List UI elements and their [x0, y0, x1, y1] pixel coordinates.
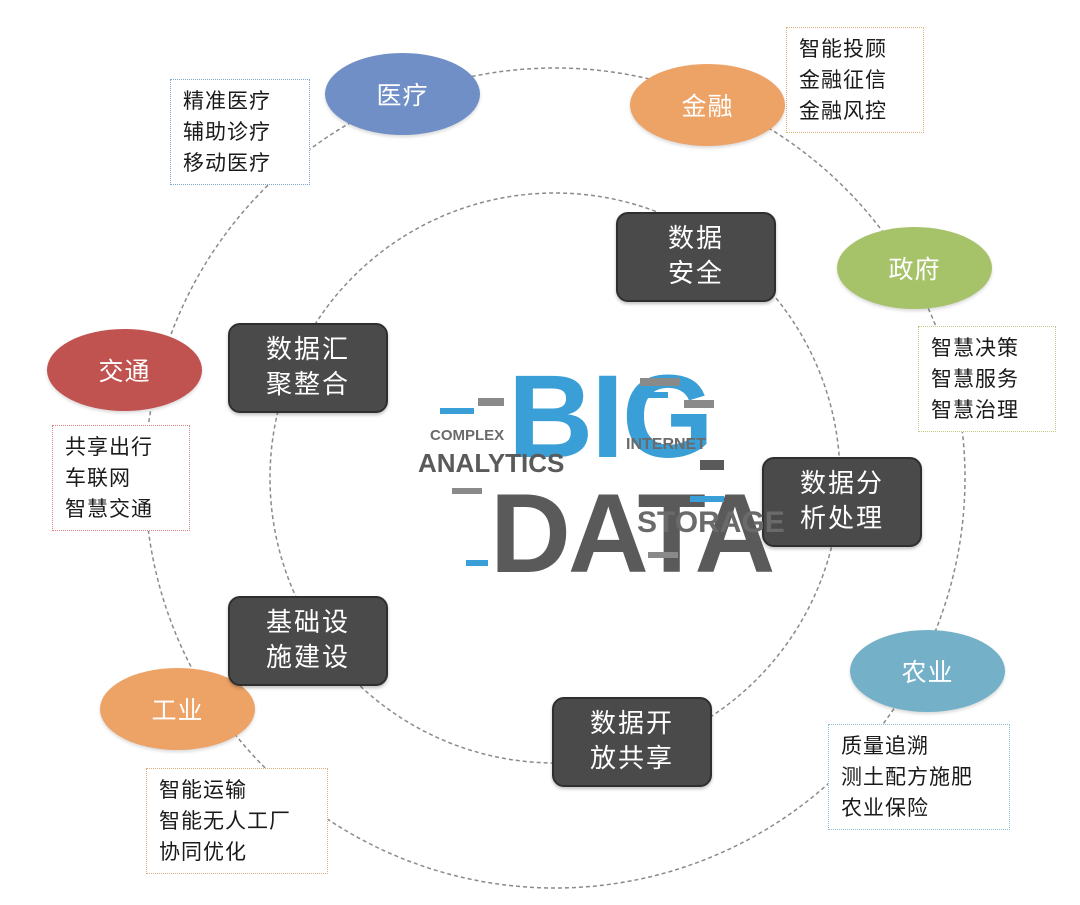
- app-item: 共享出行: [65, 435, 153, 459]
- capability-line: 数据汇: [265, 335, 350, 365]
- app-item: 智慧决策: [931, 336, 1019, 360]
- wordcloud-filler: [640, 378, 680, 386]
- finance-apps: 智能投顾 金融征信 金融风控: [786, 27, 924, 133]
- wordcloud-filler: [648, 552, 678, 558]
- word-internet: INTERNET: [626, 436, 706, 453]
- sector-medical-label: 医疗: [376, 81, 429, 110]
- sector-government: 政府: [837, 227, 992, 309]
- wordcloud-filler: [640, 392, 668, 398]
- sector-industry: 工业: [100, 668, 255, 750]
- wordcloud-filler: [452, 488, 482, 494]
- app-item: 智能运输: [159, 778, 247, 802]
- wordcloud-filler: [478, 398, 504, 406]
- app-item: 金融风控: [799, 99, 887, 123]
- app-item: 质量追溯: [841, 734, 929, 758]
- capability-sharing: 数据开 放共享: [552, 697, 712, 787]
- app-item: 农业保险: [841, 796, 929, 820]
- app-item: 辅助诊疗: [183, 120, 271, 144]
- wordcloud-filler: [440, 408, 474, 414]
- sector-government-label: 政府: [888, 255, 941, 284]
- capability-line: 施建设: [265, 643, 350, 673]
- wordcloud-filler: [466, 560, 488, 566]
- industry-apps: 智能运输 智能无人工厂 协同优化: [146, 768, 328, 874]
- capability-line: 数据开: [589, 709, 674, 739]
- sector-finance-label: 金融: [681, 92, 734, 121]
- app-item: 金融征信: [799, 68, 887, 92]
- government-apps: 智慧决策 智慧服务 智慧治理: [918, 326, 1056, 432]
- wordcloud-filler: [690, 496, 724, 502]
- sector-agriculture: 农业: [850, 630, 1005, 712]
- sector-medical: 医疗: [325, 53, 480, 135]
- word-analytics: ANALYTICS: [418, 448, 565, 478]
- sector-agriculture-label: 农业: [901, 658, 954, 687]
- capability-aggregation: 数据汇 聚整合: [228, 323, 388, 413]
- word-complex: COMPLEX: [430, 427, 505, 444]
- app-item: 精准医疗: [183, 89, 271, 113]
- app-item: 智能投顾: [799, 37, 887, 61]
- capability-line: 数据分: [799, 469, 884, 499]
- capability-line: 聚整合: [265, 370, 350, 400]
- agriculture-apps: 质量追溯 测土配方施肥 农业保险: [828, 724, 1010, 830]
- capability-line: 基础设: [265, 608, 350, 638]
- capability-line: 放共享: [589, 744, 674, 774]
- word-storage: STORAGE: [637, 506, 785, 539]
- outer-ring: [144, 67, 966, 889]
- sector-transport-label: 交通: [98, 357, 151, 386]
- app-item: 移动医疗: [183, 151, 271, 175]
- app-item: 智慧交通: [65, 497, 153, 521]
- capability-line: 数据: [667, 224, 724, 254]
- capability-line: 析处理: [799, 504, 884, 534]
- capability-infrastructure: 基础设 施建设: [228, 596, 388, 686]
- sector-transport: 交通: [47, 329, 202, 411]
- sector-industry-label: 工业: [151, 696, 204, 725]
- sector-finance: 金融: [630, 64, 785, 146]
- app-item: 智能无人工厂: [159, 809, 291, 833]
- app-item: 测土配方施肥: [841, 765, 973, 789]
- capability-security: 数据 安全: [616, 212, 776, 302]
- app-item: 车联网: [65, 466, 131, 490]
- app-item: 智慧治理: [931, 398, 1019, 422]
- capability-line: 安全: [667, 259, 724, 289]
- wordcloud-filler: [700, 460, 724, 470]
- wordcloud-filler: [684, 400, 714, 408]
- word-data: DATA: [490, 471, 775, 596]
- medical-apps: 精准医疗 辅助诊疗 移动医疗: [170, 79, 310, 185]
- word-big: BIG: [508, 351, 714, 483]
- capability-analysis: 数据分 析处理: [762, 457, 922, 547]
- app-item: 协同优化: [159, 840, 247, 864]
- app-item: 智慧服务: [931, 367, 1019, 391]
- transport-apps: 共享出行 车联网 智慧交通: [52, 425, 190, 531]
